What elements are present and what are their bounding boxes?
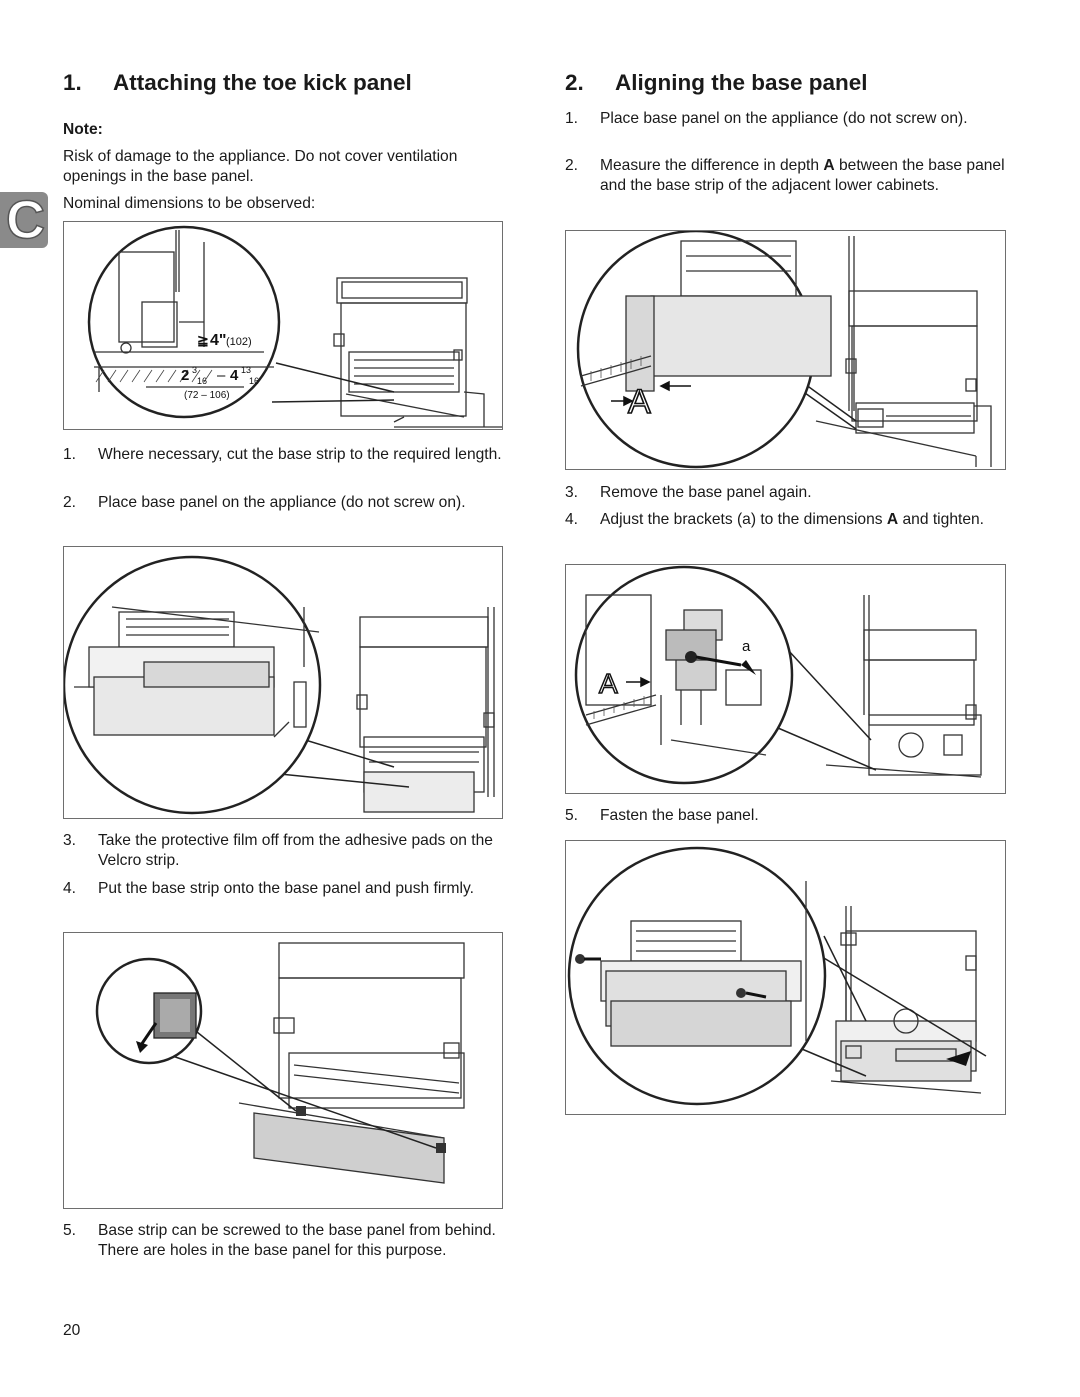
right-step-1: 1. Place base panel on the appliance (do…	[565, 109, 1012, 149]
measure-depth-drawing: A	[576, 231, 992, 469]
dim-range-min-whole: 2	[181, 367, 189, 384]
right-step-4: 4. Adjust the brackets (a) to the dimens…	[565, 510, 1012, 550]
step-number: 1.	[63, 446, 77, 463]
dim-range-dash: –	[217, 367, 226, 384]
figure-measure-depth: A	[565, 230, 1006, 470]
place-base-panel-drawing	[64, 555, 495, 815]
left-step-2: 2. Place base panel on the appliance (do…	[63, 493, 513, 533]
step-text-pre: Measure the difference in depth	[600, 157, 824, 174]
adjust-brackets-drawing: a A	[574, 565, 982, 785]
figure-place-base-panel	[63, 546, 503, 819]
heading-aligning-base-panel: 2. Aligning the base panel	[565, 70, 868, 96]
section-tab: C	[0, 190, 48, 250]
step-text: Put the base strip onto the base panel a…	[98, 880, 474, 897]
step-text: Where necessary, cut the base strip to t…	[98, 446, 502, 463]
note-label: Note:	[63, 121, 103, 138]
step-number: 4.	[63, 880, 77, 897]
dim-range-min-num: 3	[192, 365, 197, 375]
right-step-2: 2. Measure the difference in depth A bet…	[565, 156, 1012, 216]
nominal-dimensions-drawing: ≧ 4" (102) 2 3 16 – 4 13 16 (72 – 106)	[87, 225, 502, 428]
step-text: Place base panel on the appliance (do no…	[600, 110, 968, 127]
step-text: Measure the difference in depth A betwee…	[600, 156, 1012, 195]
left-step-3: 3. Take the protective film off from the…	[63, 831, 513, 871]
dimension-a-marker: A	[628, 383, 651, 421]
heading-number: 1.	[63, 70, 82, 95]
step-text: Remove the base panel again.	[600, 484, 812, 501]
left-step-1: 1. Where necessary, cut the base strip t…	[63, 445, 513, 485]
dim-4-inch: 4"	[210, 332, 226, 349]
dim-range-max-whole: 4	[230, 367, 239, 384]
figure-attach-base-strip	[63, 932, 503, 1209]
step-text: Adjust the brackets (a) to the dimension…	[600, 510, 1012, 530]
step-text: Place base panel on the appliance (do no…	[98, 494, 466, 511]
step-number: 5.	[565, 807, 579, 824]
step-text-post: and tighten.	[898, 511, 985, 528]
step-text: Fasten the base panel.	[600, 807, 759, 824]
figure-fasten-base-panel	[565, 840, 1006, 1115]
step-number: 4.	[565, 511, 579, 528]
heading-toe-kick: 1. Attaching the toe kick panel	[63, 70, 412, 96]
step-text-pre: Adjust the brackets (a) to the dimension…	[600, 511, 887, 528]
nominal-dimensions-text: Nominal dimensions to be observed:	[63, 195, 316, 212]
step-text-post: between the base panel and the base stri…	[600, 157, 1005, 194]
dimension-a-label: A	[823, 157, 835, 174]
dim-102-mm: (102)	[226, 336, 252, 348]
step-number: 5.	[63, 1222, 77, 1239]
dim-ge-symbol: ≧	[197, 332, 209, 348]
figure-nominal-dimensions: ≧ 4" (102) 2 3 16 – 4 13 16 (72 – 106)	[63, 221, 503, 430]
step-number: 2.	[63, 494, 77, 511]
heading-text: Attaching the toe kick panel	[113, 70, 412, 95]
left-step-5: 5. Base strip can be screwed to the base…	[63, 1221, 513, 1281]
section-tab-letter: C	[5, 190, 46, 250]
fasten-base-panel-drawing	[567, 846, 987, 1106]
bracket-a-label: a	[742, 638, 751, 655]
step-number: 1.	[565, 110, 579, 127]
attach-base-strip-drawing	[95, 942, 465, 1184]
dim-range-min-den: 16	[197, 376, 207, 386]
dimension-a-label: A	[886, 511, 899, 528]
step-number: 2.	[565, 157, 579, 174]
dim-range-max-num: 13	[241, 365, 251, 375]
step-text: Take the protective film off from the ad…	[98, 832, 493, 869]
left-step-4: 4. Put the base strip onto the base pane…	[63, 879, 513, 919]
right-step-5: 5. Fasten the base panel.	[565, 806, 1012, 828]
step-number: 3.	[63, 832, 77, 849]
page-number: 20	[63, 1322, 81, 1339]
dimension-a-marker: A	[599, 668, 618, 699]
right-step-3: 3. Remove the base panel again.	[565, 483, 1012, 505]
dim-range-mm: (72 – 106)	[184, 390, 230, 401]
dim-range-max-den: 16	[249, 376, 259, 386]
note-text: Risk of damage to the appliance. Do not …	[63, 148, 458, 185]
heading-text: Aligning the base panel	[615, 70, 868, 95]
step-number: 3.	[565, 484, 579, 501]
step-text: Base strip can be screwed to the base pa…	[98, 1222, 496, 1259]
heading-number: 2.	[565, 70, 584, 95]
figure-adjust-brackets: a A	[565, 564, 1006, 794]
